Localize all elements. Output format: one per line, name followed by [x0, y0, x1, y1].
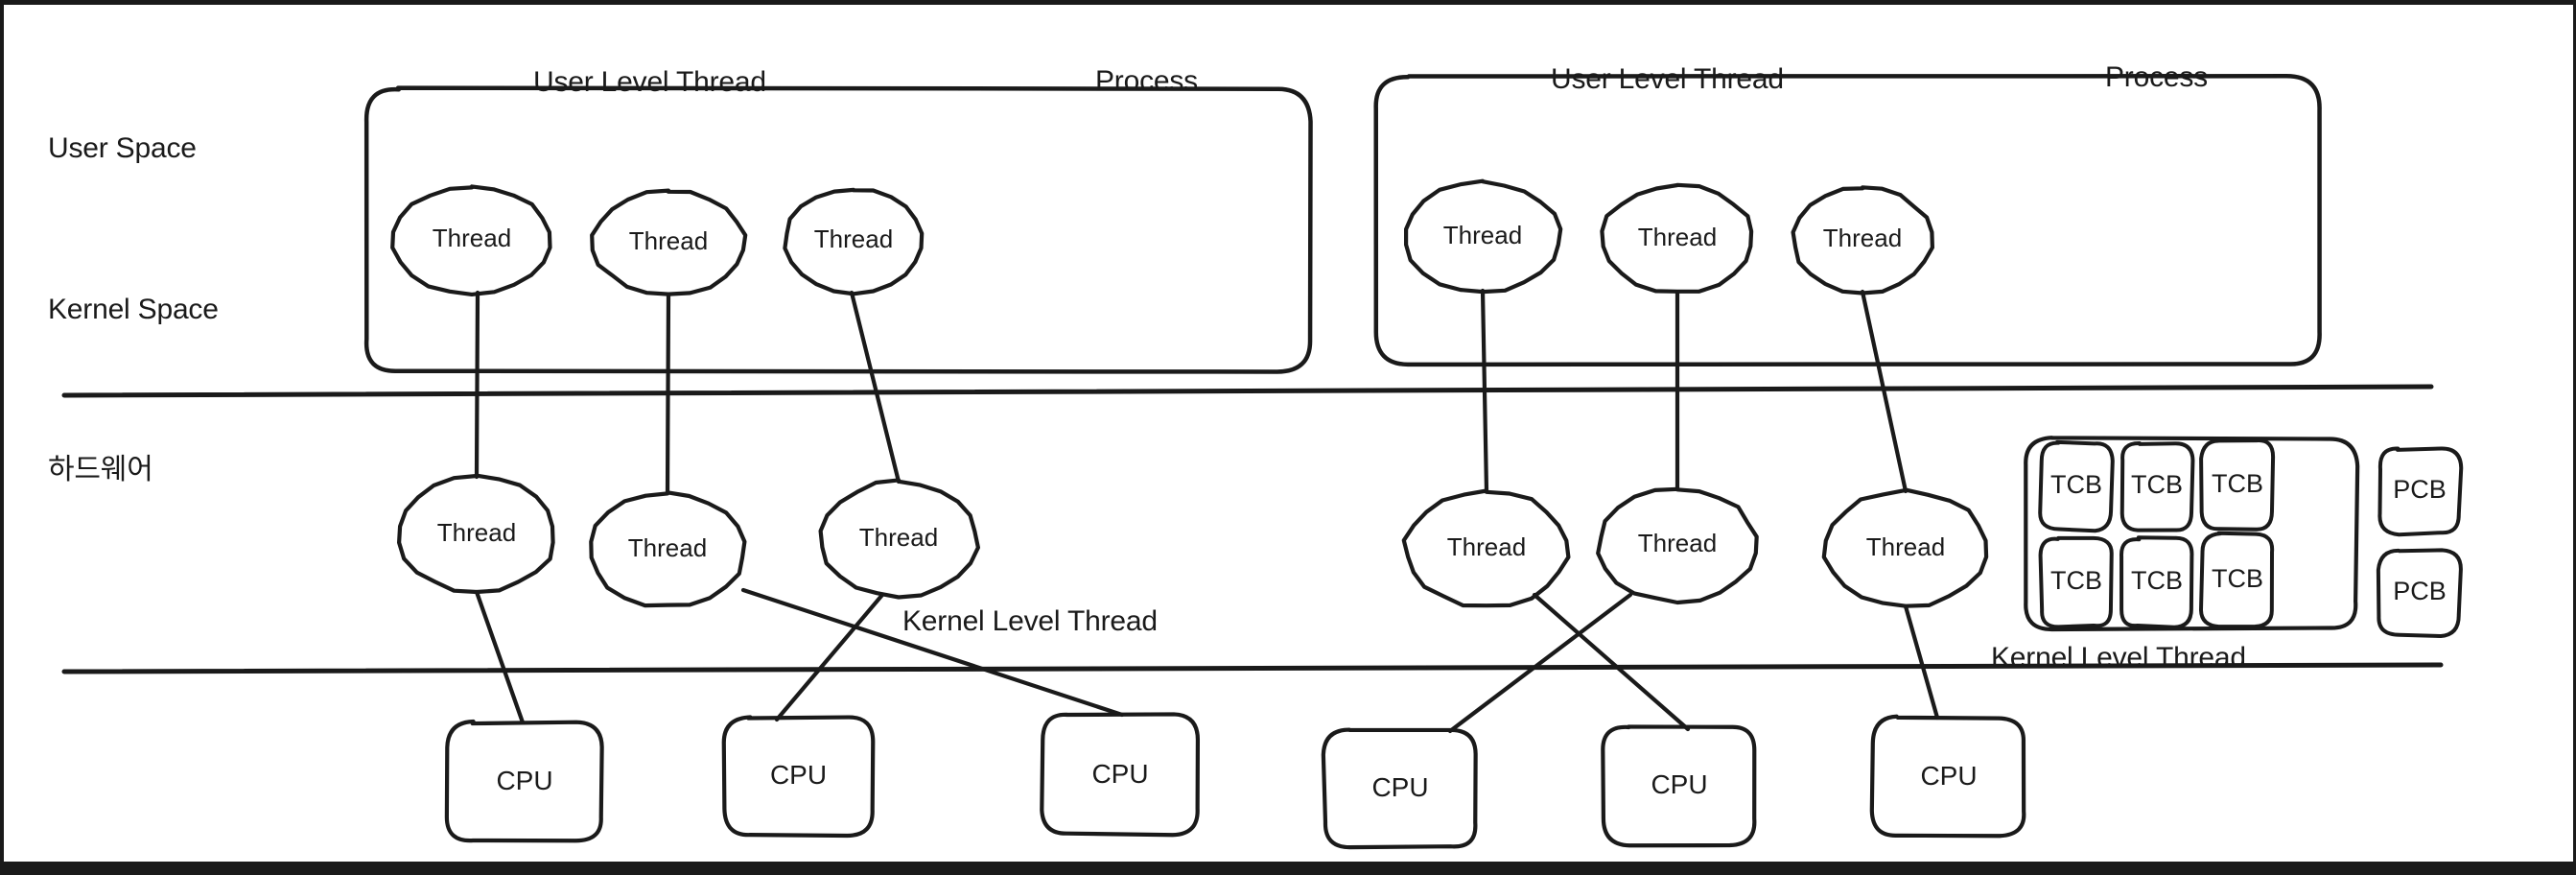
process-left-cpu-label-1: CPU: [769, 760, 828, 790]
pcb-label-1: PCB: [2393, 577, 2447, 605]
connector-left_kernel_to_cpu-0: [474, 589, 526, 725]
process-left-kernel-thread-label-1: Thread: [627, 533, 708, 562]
frame-right-border: [2573, 0, 2576, 875]
connector-left_kernel_to_cpu-2: [774, 592, 885, 722]
process-right-kernel-thread-label-1: Thread: [1637, 529, 1718, 557]
connector-right_kernel_to_cpu-0: [1532, 592, 1691, 732]
tcb-label-5: TCB: [2212, 564, 2263, 593]
tcb-label-1: TCB: [2131, 470, 2183, 499]
process-right-cpu-label-2: CPU: [1920, 760, 1978, 791]
process-left-user-thread-label-1: Thread: [628, 226, 709, 255]
process-right-cpu-label-1: CPU: [1651, 769, 1708, 799]
side-label-kernel-space: Kernel Space: [48, 294, 219, 325]
connector-right_kernel_to_cpu-2: [1903, 603, 1940, 721]
process-right-user-thread-label-1: Thread: [1637, 223, 1718, 251]
process-left-kernel-thread-label-2: Thread: [858, 523, 939, 552]
process-left-user-level-thread-label: User Level Thread: [533, 66, 766, 98]
control-blocks-kernel-level-thread-label: Kernel Level Thread: [1991, 642, 2246, 674]
process-right-user-level-thread-label: User Level Thread: [1551, 63, 1784, 95]
process-left-user-thread-label-0: Thread: [432, 224, 512, 252]
pcb-label-0: PCB: [2393, 475, 2447, 504]
connector-left_user_to_kernel-0: [474, 290, 480, 480]
frame-bottom-border: [0, 862, 2576, 875]
connector-right_user_to_kernel-0: [1480, 288, 1489, 494]
process-left-user-thread-label-2: Thread: [813, 225, 894, 253]
frame-top-border: [0, 0, 2576, 5]
tcb-label-3: TCB: [2050, 566, 2102, 595]
process-right-process-label: Process: [2105, 61, 2208, 93]
divider-user-kernel-divider: [61, 384, 2434, 398]
tcb-label-0: TCB: [2050, 470, 2102, 499]
connector-right_kernel_to_cpu-1: [1447, 592, 1633, 734]
connector-right_user_to_kernel-2: [1860, 289, 1909, 494]
connector-left_user_to_kernel-2: [849, 290, 902, 485]
process-left-kernel-thread-label-0: Thread: [436, 518, 517, 547]
process-right-kernel-thread-label-0: Thread: [1446, 532, 1527, 561]
process-left-cpu-label-2: CPU: [1091, 758, 1149, 789]
side-label-hardware: 하드웨어: [48, 454, 153, 485]
process-left-kernel-level-thread-label: Kernel Level Thread: [902, 605, 1158, 637]
tcb-label-2: TCB: [2212, 468, 2263, 498]
connector-left_user_to_kernel-1: [665, 292, 671, 496]
process-left-cpu-label-0: CPU: [496, 766, 553, 795]
tcb-group-box: [2024, 436, 2360, 632]
process-right-cpu-label-0: CPU: [1371, 771, 1429, 802]
side-label-user-space: User Space: [48, 132, 197, 164]
frame-left-border: [0, 0, 4, 875]
tcb-label-4: TCB: [2131, 566, 2183, 595]
process-right-user-thread-label-0: Thread: [1442, 221, 1523, 249]
process-left-process-label: Process: [1095, 65, 1198, 97]
process-right-user-thread-label-2: Thread: [1822, 224, 1903, 252]
process-right-kernel-thread-label-2: Thread: [1865, 532, 1946, 561]
